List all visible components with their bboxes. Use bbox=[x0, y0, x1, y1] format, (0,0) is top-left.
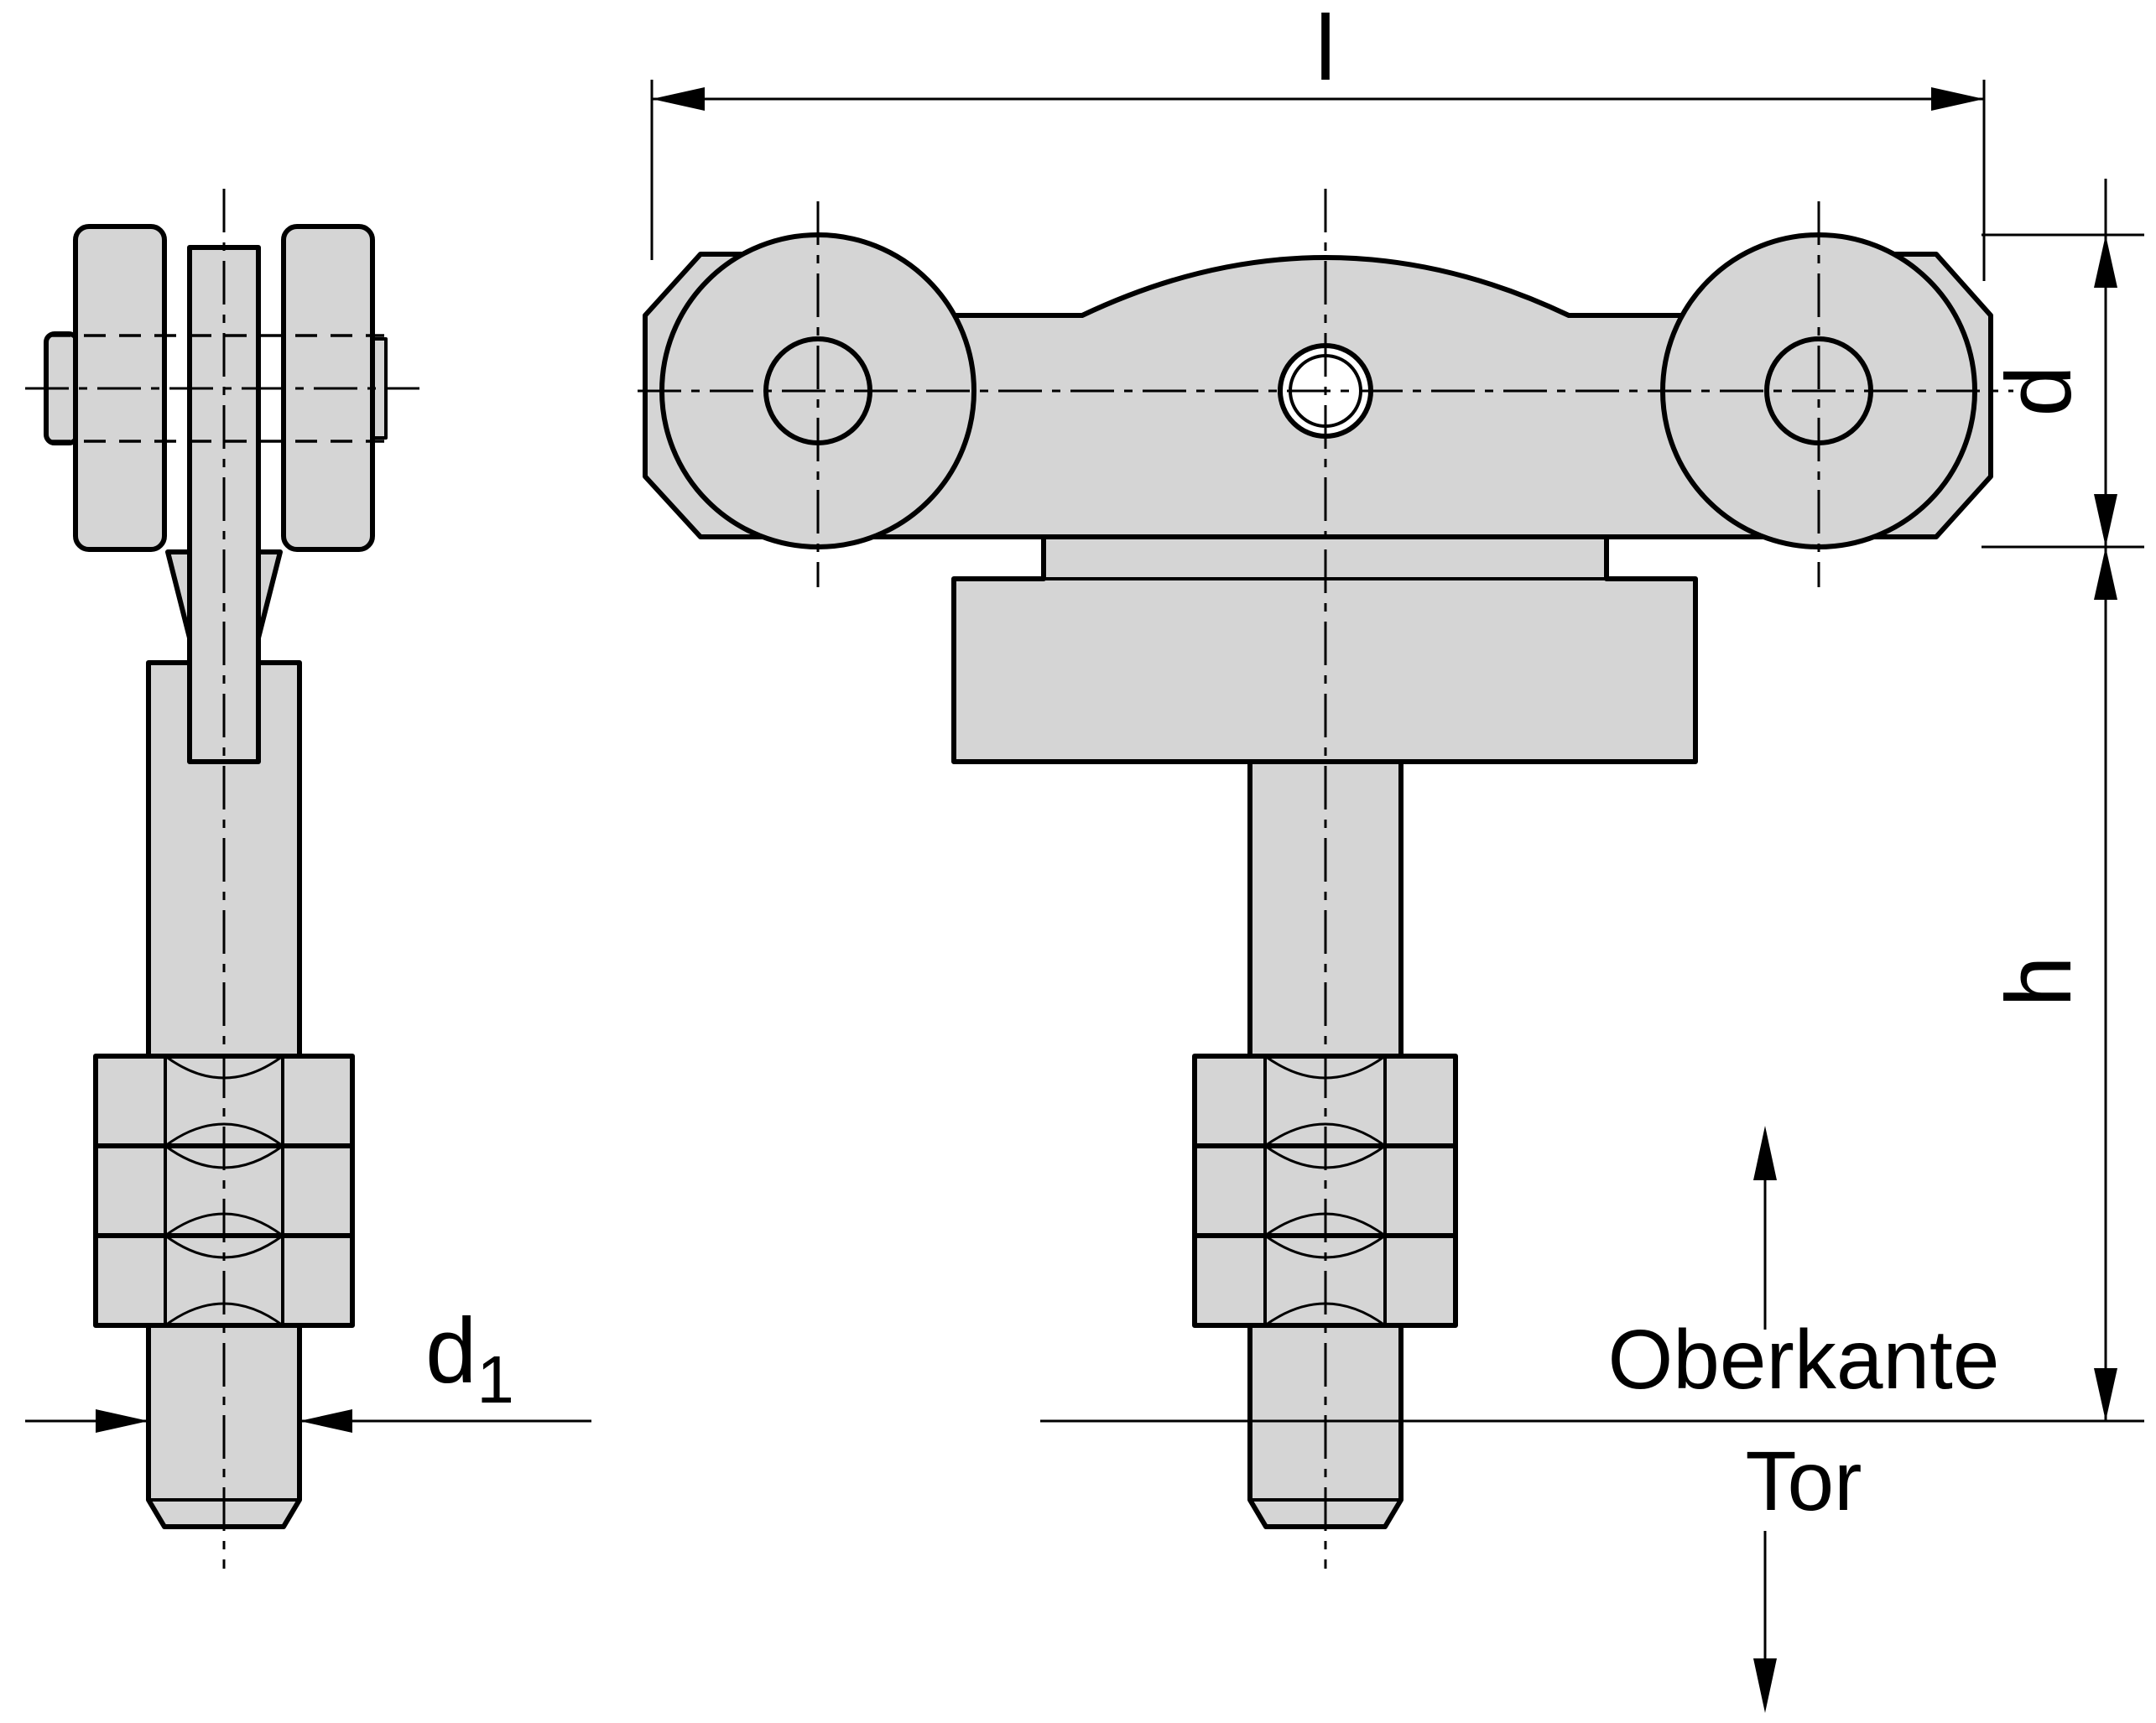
front-view bbox=[638, 189, 2013, 1569]
height-label: h bbox=[1987, 955, 2091, 1007]
diameter-label: d bbox=[1987, 365, 2091, 416]
tor-label: Tor bbox=[1746, 1434, 1862, 1528]
oberkante-label: Oberkante bbox=[1608, 1313, 2000, 1407]
nut-chamfer-arc bbox=[1264, 1122, 1386, 1148]
side-view bbox=[25, 189, 419, 1569]
arrowhead-d-bottom-icon bbox=[2094, 494, 2117, 547]
down-arrowhead-icon bbox=[1753, 1658, 1777, 1713]
arrowhead-right-icon bbox=[1931, 87, 1984, 111]
nut-chamfer-arc bbox=[164, 1122, 284, 1148]
length-label: l bbox=[1315, 0, 1336, 100]
dimension-l: l bbox=[650, 0, 1986, 281]
arrowhead-left-icon bbox=[652, 87, 705, 111]
annotation-oberkante-tor: Oberkante Tor bbox=[1040, 1126, 2144, 1713]
arrowhead-d-top-icon bbox=[2094, 235, 2117, 288]
thread-diameter-label: d1 bbox=[425, 1299, 514, 1417]
dimension-d1: d1 bbox=[25, 1299, 591, 1433]
arrowhead-d1-right-icon bbox=[299, 1409, 352, 1433]
arrowhead-h-top-icon bbox=[2094, 547, 2117, 600]
up-arrowhead-icon bbox=[1753, 1126, 1777, 1180]
dimension-d-h: d h bbox=[1982, 179, 2144, 1421]
arrowhead-d1-left-icon bbox=[96, 1409, 148, 1433]
arrowhead-h-bottom-icon bbox=[2094, 1368, 2117, 1421]
